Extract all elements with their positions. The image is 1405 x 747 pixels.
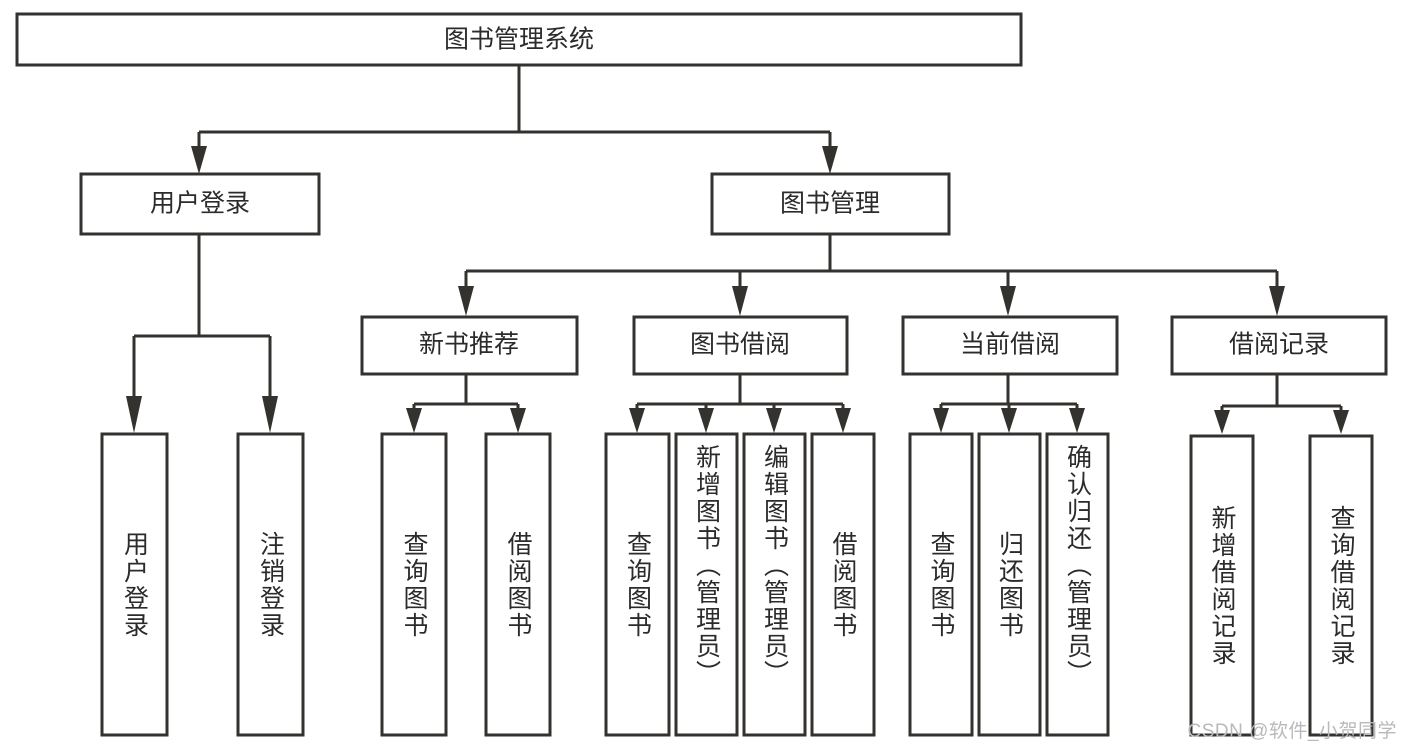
node-current-borrow-label: 当前借阅	[960, 331, 1060, 359]
node-book-mgmt-label: 图书管理	[780, 190, 880, 218]
arrow-head-borrow-record-leaf-1	[1214, 410, 1230, 434]
arrow-head-user-login-leaf-2	[262, 396, 278, 433]
leaf-rect-user-login-1[interactable]	[100, 432, 169, 737]
leaf-rect-current-borrow-3[interactable]	[1045, 432, 1110, 737]
node-root[interactable]: 图书管理系统	[15, 12, 1023, 67]
arrow-head-borrow-record	[1269, 286, 1285, 316]
node-book-borrow-rect[interactable]	[632, 315, 849, 376]
leaf-rect-layer	[100, 432, 1374, 737]
arrow-head-book-mgmt	[822, 146, 838, 174]
leaf-rect-user-login-2[interactable]	[236, 432, 305, 737]
arrow-head-book-borrow	[732, 286, 748, 316]
leaf-rect-book-borrow-3[interactable]	[742, 432, 807, 737]
leaf-rect-borrow-record-2[interactable]	[1308, 434, 1374, 737]
arrow-head-current-borrow-leaf-2	[1001, 408, 1017, 433]
arrow-head-current-borrow-leaf-1	[933, 408, 949, 433]
node-new-book-recommend[interactable]: 新书推荐	[360, 315, 579, 376]
arrow-head-book-borrow-leaf-1	[629, 408, 645, 433]
arrow-head-current-borrow-leaf-3	[1069, 408, 1085, 433]
node-borrow-record-rect[interactable]	[1170, 315, 1388, 376]
node-user-login[interactable]: 用户登录	[79, 172, 321, 236]
csdn-watermark: CSDN @软件_小贺同学	[1187, 721, 1397, 742]
node-book-mgmt[interactable]: 图书管理	[710, 172, 951, 236]
leaf-rect-new-book-2[interactable]	[484, 432, 552, 737]
node-new-book-recommend-label: 新书推荐	[419, 331, 519, 359]
arrow-head-new-book-leaf-1	[406, 408, 422, 433]
node-book-borrow-label: 图书借阅	[690, 331, 790, 359]
node-borrow-record-label: 借阅记录	[1229, 331, 1329, 359]
leaf-rect-current-borrow-2[interactable]	[977, 432, 1042, 737]
leaf-rect-new-book-1[interactable]	[380, 432, 448, 737]
leaf-rect-book-borrow-1[interactable]	[604, 432, 671, 737]
node-root-label: 图书管理系统	[444, 26, 594, 54]
node-user-login-rect[interactable]	[79, 172, 321, 236]
leaf-rect-book-borrow-4[interactable]	[810, 432, 876, 737]
arrow-head-borrow-record-leaf-2	[1333, 410, 1349, 434]
node-user-login-label: 用户登录	[150, 190, 250, 218]
node-book-mgmt-rect[interactable]	[710, 172, 951, 236]
node-current-borrow[interactable]: 当前借阅	[901, 315, 1119, 376]
arrow-head-book-borrow-leaf-3	[766, 408, 782, 433]
arrow-head-user-login	[191, 146, 207, 174]
node-borrow-record[interactable]: 借阅记录	[1170, 315, 1388, 376]
arrow-head-book-borrow-leaf-2	[698, 408, 714, 433]
arrow-head-book-borrow-leaf-4	[835, 408, 851, 433]
arrow-head-current-borrow	[1000, 286, 1016, 316]
node-book-borrow[interactable]: 图书借阅	[632, 315, 849, 376]
leaf-rect-book-borrow-2[interactable]	[674, 432, 739, 737]
arrow-head-user-login-leaf-1	[126, 396, 142, 433]
leaf-rect-borrow-record-1[interactable]	[1189, 434, 1255, 737]
node-root-rect[interactable]	[15, 12, 1023, 67]
node-current-borrow-rect[interactable]	[901, 315, 1119, 376]
connector-layer	[126, 65, 1349, 434]
leaf-rect-current-borrow-1[interactable]	[908, 432, 974, 737]
node-new-book-recommend-rect[interactable]	[360, 315, 579, 376]
arrow-head-new-book	[458, 286, 474, 316]
arrow-head-new-book-leaf-2	[510, 408, 526, 433]
